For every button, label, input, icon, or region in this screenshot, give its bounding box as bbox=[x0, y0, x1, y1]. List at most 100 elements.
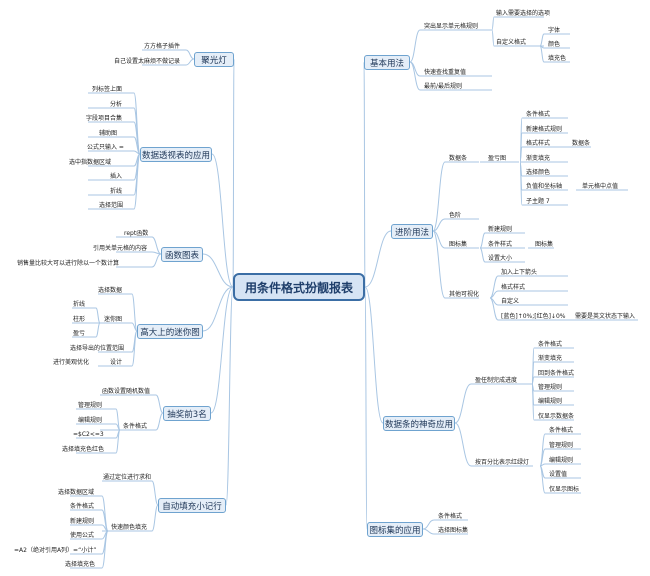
label-color-format-code[interactable]: [蓝色]↑0%;[红色]↓0% bbox=[501, 313, 566, 320]
label-field-items[interactable]: 字段项目合集 bbox=[86, 115, 123, 122]
node-function-chart[interactable]: 函数图表 bbox=[161, 247, 203, 262]
label-quick-color-fill[interactable]: 快速颜色填充 bbox=[111, 524, 148, 531]
label-fill-color[interactable]: 填充色 bbox=[548, 55, 567, 62]
label-column-label-top[interactable]: 列标签上面 bbox=[92, 86, 123, 93]
label-af-fill-color[interactable]: 选择填充色 bbox=[65, 561, 96, 568]
label-add-arrows[interactable]: 加入上下箭头 bbox=[501, 269, 538, 276]
label-sparkline[interactable]: 迷你图 bbox=[104, 316, 123, 323]
label-divide-large[interactable]: 销售量比较大可以进行除以一个数计算 bbox=[17, 260, 120, 267]
label-mg-gradient[interactable]: 渐变填充 bbox=[538, 355, 563, 362]
label-af-cond-format[interactable]: 条件格式 bbox=[70, 503, 95, 510]
label-set-value[interactable]: 设置值 bbox=[549, 471, 568, 478]
label-progress[interactable]: 盈任制完成进度 bbox=[475, 377, 518, 384]
label-top-bottom-rules[interactable]: 最前/最后规则 bbox=[424, 83, 463, 90]
node-spotlight[interactable]: 聚光灯 bbox=[194, 52, 234, 67]
center-topic[interactable]: 用条件格式扮靓报表 bbox=[233, 273, 365, 301]
label-format-style[interactable]: 格式样式 bbox=[526, 140, 551, 147]
connector-line bbox=[155, 394, 164, 414]
label-show-icon-only[interactable]: 仅显示图标 bbox=[549, 486, 580, 493]
label-find-duplicates[interactable]: 快速查找重复值 bbox=[424, 69, 467, 76]
label-locate-sum[interactable]: 通过定位进行求和 bbox=[103, 474, 152, 481]
connector-line bbox=[151, 236, 162, 255]
label-icon-set[interactable]: 图标集 bbox=[449, 241, 468, 248]
label-input-option[interactable]: 输入需要选择的选项 bbox=[496, 10, 551, 17]
label-choose-color[interactable]: 选择颜色 bbox=[526, 169, 551, 176]
label-analyze[interactable]: 分析 bbox=[110, 101, 123, 108]
label-mg-manage-rules[interactable]: 管理规则 bbox=[538, 384, 563, 391]
label-use-formula[interactable]: 使用公式 bbox=[70, 532, 95, 539]
node-advanced-usage[interactable]: 进阶用法 bbox=[391, 224, 433, 239]
label-spark-line[interactable]: 折线 bbox=[73, 301, 86, 308]
label-select-data-range[interactable]: 选中指数据区域 bbox=[69, 159, 112, 166]
label-lottery-cond-format[interactable]: 条件格式 bbox=[123, 423, 148, 430]
label-other-visual[interactable]: 其他可视化 bbox=[449, 291, 480, 298]
label-new-format-rule[interactable]: 新建格式规则 bbox=[526, 126, 563, 133]
label-format-style-2[interactable]: 格式样式 bbox=[501, 284, 526, 291]
label-random-function[interactable]: 函数设置随机数值 bbox=[102, 388, 151, 395]
label-beautify[interactable]: 进行美观优化 bbox=[53, 359, 90, 366]
label-helper-chart[interactable]: 辅助图 bbox=[99, 130, 118, 137]
node-basic-usage[interactable]: 基本用法 bbox=[364, 55, 410, 70]
label-custom-format[interactable]: 自定义格式 bbox=[496, 39, 527, 46]
label-back-cond-format[interactable]: 回到条件格式 bbox=[538, 370, 575, 377]
label-spark-column[interactable]: 柱形 bbox=[73, 316, 86, 323]
label-reference-cell[interactable]: 引用关单元格的内容 bbox=[93, 245, 148, 252]
connector-line bbox=[211, 153, 234, 288]
label-select-data[interactable]: 选择数据 bbox=[98, 287, 123, 294]
label-af-new-rule[interactable]: 新建规则 bbox=[70, 518, 95, 525]
label-export-range[interactable]: 选择导出的位置范围 bbox=[70, 345, 125, 352]
label-red-fill[interactable]: 选择填充色红色 bbox=[62, 446, 105, 453]
label-select-range[interactable]: 选择范围 bbox=[99, 202, 124, 209]
label-design[interactable]: 设计 bbox=[110, 359, 123, 366]
label-ia-cond-format[interactable]: 条件格式 bbox=[438, 513, 463, 520]
label-spark-winloss[interactable]: 盈亏 bbox=[73, 330, 86, 337]
connector-line bbox=[202, 253, 234, 288]
label-mg-edit-rules[interactable]: 编辑规则 bbox=[538, 398, 563, 405]
label-lt-manage-rules[interactable]: 管理规则 bbox=[78, 402, 103, 409]
label-insert[interactable]: 插入 bbox=[110, 173, 123, 180]
label-subtopic-7[interactable]: 子主题 7 bbox=[526, 198, 550, 205]
label-tl-edit-rules[interactable]: 编辑规则 bbox=[549, 457, 574, 464]
node-lottery-top3[interactable]: 抽奖前3名 bbox=[163, 406, 211, 421]
connector-line bbox=[519, 161, 523, 206]
label-adv-cond-format[interactable]: 条件格式 bbox=[526, 111, 551, 118]
label-rept-function[interactable]: rept函数 bbox=[124, 230, 149, 237]
label-color-scale[interactable]: 色阶 bbox=[449, 212, 462, 219]
label-fangfang-plugin[interactable]: 方方格子插件 bbox=[144, 43, 181, 50]
label-highlight-rules[interactable]: 突出显示单元格规则 bbox=[424, 23, 479, 30]
label-subtotal-formula[interactable]: =A2（绝对引用A列）=“小计” bbox=[14, 547, 97, 554]
label-databar-sub[interactable]: 数据条 bbox=[572, 140, 591, 147]
label-font[interactable]: 字体 bbox=[548, 27, 561, 34]
label-cell-midpoint[interactable]: 单元格中点值 bbox=[582, 183, 619, 190]
label-traffic-light[interactable]: 按百分比表示红绿灯 bbox=[475, 459, 530, 466]
label-choose-iconset[interactable]: 选择图标集 bbox=[438, 527, 469, 534]
label-new-rule[interactable]: 新建规则 bbox=[488, 226, 513, 233]
label-tl-cond-format[interactable]: 条件格式 bbox=[549, 427, 574, 434]
connector-line bbox=[155, 412, 164, 431]
node-iconset-app[interactable]: 图标集的应用 bbox=[367, 522, 423, 537]
label-show-bar-only[interactable]: 仅显示数据条 bbox=[538, 413, 575, 420]
label-condition-style[interactable]: 条件样式 bbox=[488, 241, 513, 248]
node-pivot-app[interactable]: 数据透视表的应用 bbox=[140, 147, 212, 162]
label-too-troublesome[interactable]: 自己设置太麻烦不做记录 bbox=[114, 58, 181, 65]
label-formula-c2[interactable]: =$C2<=3 bbox=[73, 431, 104, 438]
label-lt-edit-rules[interactable]: 编辑规则 bbox=[78, 417, 103, 424]
label-databar[interactable]: 数据条 bbox=[449, 155, 468, 162]
node-sparkline[interactable]: 高大上的迷你图 bbox=[137, 324, 203, 339]
label-mg-cond-format[interactable]: 条件格式 bbox=[538, 341, 563, 348]
node-auto-subtotal[interactable]: 自动填充小记行 bbox=[158, 498, 226, 513]
label-formula-equals[interactable]: 公式只输入 = bbox=[87, 144, 124, 151]
label-af-select-area[interactable]: 选择数据区域 bbox=[58, 489, 95, 496]
node-databar-magic[interactable]: 数据条的神奇应用 bbox=[383, 416, 455, 431]
label-color[interactable]: 颜色 bbox=[548, 41, 561, 48]
label-icon-set-rule[interactable]: 图标集 bbox=[535, 241, 554, 248]
label-tl-manage-rules[interactable]: 管理规则 bbox=[549, 442, 574, 449]
label-english-input[interactable]: 需要是英文状态下输入 bbox=[575, 313, 636, 320]
label-set-size[interactable]: 设置大小 bbox=[488, 255, 513, 262]
label-profit-loss-chart[interactable]: 盈亏图 bbox=[488, 155, 507, 162]
label-negative-axis[interactable]: 负值和坐标轴 bbox=[526, 183, 563, 190]
label-gradient-fill[interactable]: 渐变填充 bbox=[526, 155, 551, 162]
connector-line bbox=[539, 33, 545, 47]
label-custom[interactable]: 自定义 bbox=[501, 298, 520, 305]
label-line[interactable]: 折线 bbox=[110, 188, 123, 195]
